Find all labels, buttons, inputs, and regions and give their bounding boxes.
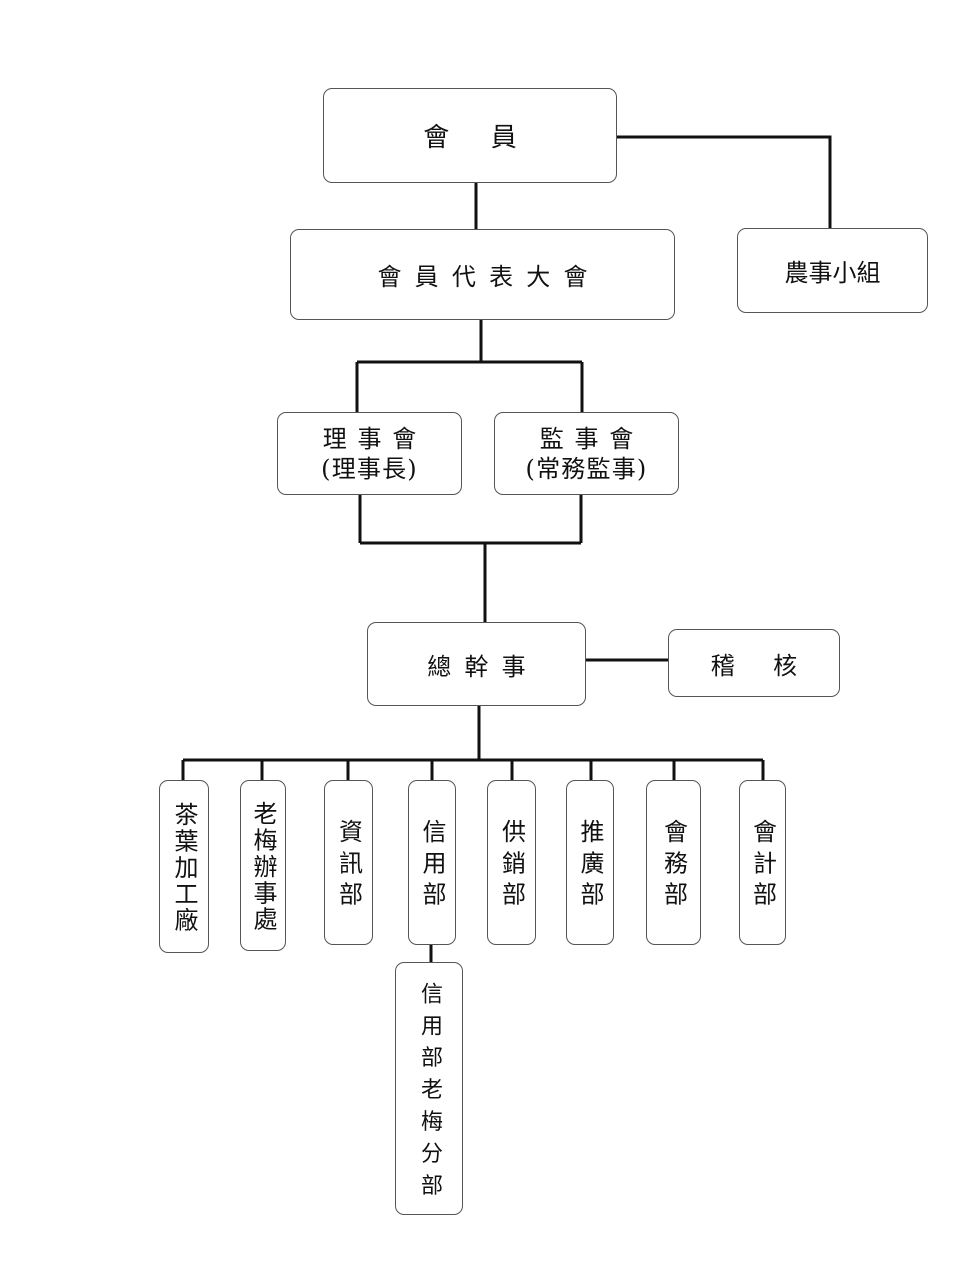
department-label: 供銷部 xyxy=(497,819,526,913)
credit-branch-box: 信用部老梅分部 xyxy=(395,962,463,1215)
department-box: 茶葉加工廠 xyxy=(159,780,209,953)
representatives-label: 會員代表大會 xyxy=(377,263,601,291)
department-box: 供銷部 xyxy=(487,780,536,945)
general-manager-label: 總幹事 xyxy=(427,652,539,681)
members-label: 會員 xyxy=(423,123,559,153)
department-label: 推廣部 xyxy=(576,819,604,913)
department-box: 資訊部 xyxy=(324,780,373,945)
board-box: 理事會 (理事長) xyxy=(277,412,462,495)
board-chair-label: (理事長) xyxy=(321,454,418,483)
members-box: 會員 xyxy=(323,88,617,183)
department-box: 會務部 xyxy=(646,780,701,945)
department-label: 資訊部 xyxy=(334,819,363,913)
representatives-box: 會員代表大會 xyxy=(290,229,675,320)
department-label: 會計部 xyxy=(748,819,777,913)
department-label: 信用部 xyxy=(418,819,446,913)
audit-box: 稽核 xyxy=(668,629,840,697)
department-box: 會計部 xyxy=(739,780,786,945)
department-box: 推廣部 xyxy=(566,780,614,945)
department-label: 老梅辦事處 xyxy=(249,800,277,933)
audit-label: 稽核 xyxy=(710,651,836,680)
department-label: 茶葉加工廠 xyxy=(170,801,198,934)
supervisors-box: 監事會 (常務監事) xyxy=(494,412,679,495)
department-box: 信用部 xyxy=(408,780,456,945)
department-box: 老梅辦事處 xyxy=(240,780,286,951)
supervisors-label: 監事會 xyxy=(539,424,645,453)
board-label: 理事會 xyxy=(322,424,428,453)
department-label: 會務部 xyxy=(659,819,688,913)
supervisors-standing-label: (常務監事) xyxy=(525,454,648,483)
credit-branch-label: 信用部老梅分部 xyxy=(417,981,442,1206)
general-manager-box: 總幹事 xyxy=(367,622,586,706)
farm-groups-label: 農事小組 xyxy=(784,259,881,287)
farm-groups-box: 農事小組 xyxy=(737,228,928,313)
